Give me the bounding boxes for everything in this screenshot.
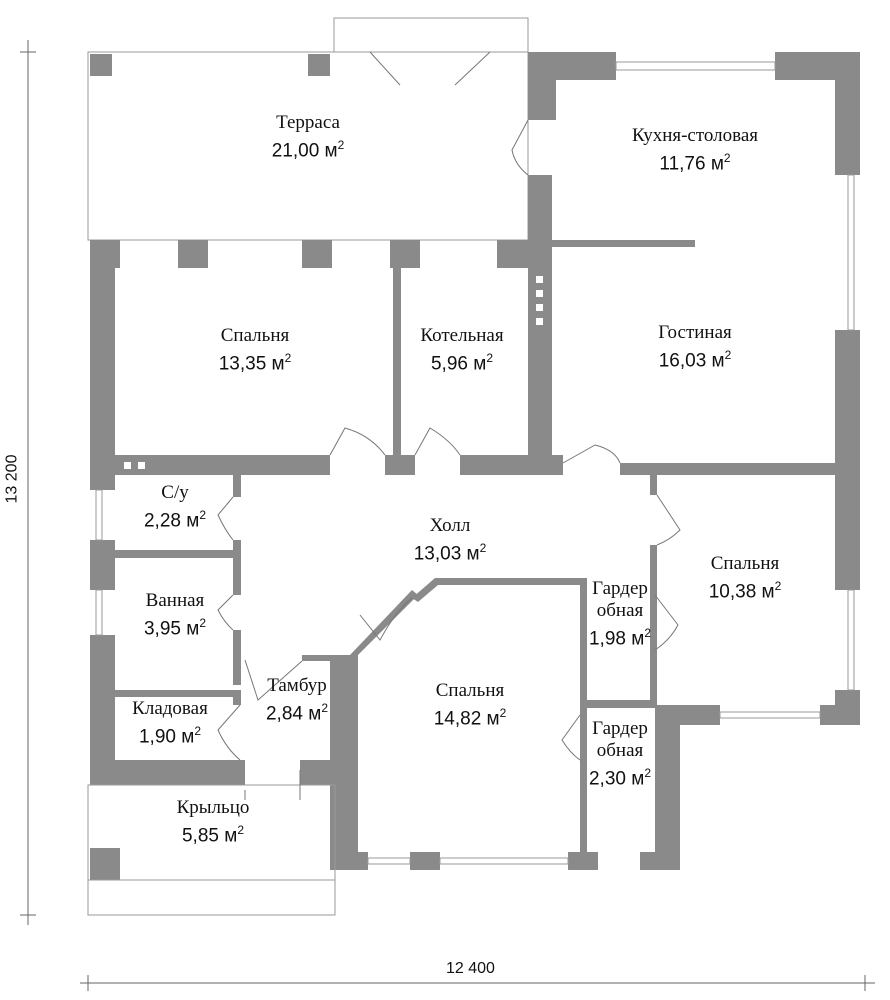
vent-ducts: [124, 276, 543, 469]
room-area: 5,96 м2: [430, 351, 494, 375]
room-name: Ванная: [145, 590, 205, 611]
room-name: Гостиная: [658, 322, 732, 343]
room-bathroom: Ванная 3,95 м2: [144, 590, 206, 640]
room-storage: Кладовая 1,90 м2: [132, 698, 208, 748]
room-name: Спальня: [710, 553, 780, 574]
room-living: Гостиная 16,03 м2: [658, 322, 732, 372]
room-wardrobe-1: Гардер обная 1,98 м2: [585, 578, 655, 650]
terrace-outline: [87, 17, 529, 241]
room-name: Кухня-столовая: [631, 125, 759, 146]
room-bedroom-3: Спальня 14,82 м2: [434, 680, 507, 730]
room-area: 10,38 м2: [708, 579, 782, 603]
room-area: 2,30 м2: [588, 766, 651, 790]
room-name: Спальня: [435, 680, 505, 701]
room-area: 3,95 м2: [143, 616, 207, 640]
room-area: 16,03 м2: [658, 348, 732, 372]
room-wc: С/у 2,28 м2: [144, 482, 206, 532]
walls: [90, 52, 860, 880]
room-name: Гардер обная: [592, 718, 648, 761]
width-dimension: 12 400: [446, 960, 495, 977]
room-terrace: Терраса 21,00 м2: [272, 112, 345, 162]
room-area: 11,76 м2: [659, 151, 731, 175]
room-boiler: Котельная 5,96 м2: [420, 325, 503, 375]
room-kitchen: Кухня-столовая 11,76 м2: [632, 125, 758, 175]
room-area: 1,98 м2: [588, 626, 651, 650]
height-dimension: 13 200: [3, 454, 21, 504]
room-name: Тамбур: [267, 675, 327, 696]
room-area: 13,35 м2: [218, 351, 292, 375]
room-area: 14,82 м2: [433, 706, 507, 730]
room-area: 2,28 м2: [143, 508, 207, 532]
room-name: Гардер обная: [592, 578, 648, 621]
room-bedroom-1: Спальня 13,35 м2: [219, 325, 292, 375]
room-area: 2,84 м2: [265, 701, 329, 725]
room-area: 5,85 м2: [181, 823, 245, 847]
room-vestibule: Тамбур 2,84 м2: [266, 675, 328, 725]
room-area: 13,03 м2: [413, 541, 487, 565]
room-bedroom-2: Спальня 10,38 м2: [709, 553, 782, 603]
room-area: 21,00 м2: [271, 138, 345, 162]
room-name: Котельная: [420, 325, 504, 346]
door-swings: [217, 119, 681, 800]
room-wardrobe-2: Гардер обная 2,30 м2: [585, 718, 655, 790]
room-name: Кладовая: [132, 698, 208, 719]
dimension-lines: [20, 40, 875, 991]
room-name: Спальня: [220, 325, 290, 346]
windows: [87, 61, 855, 916]
room-porch: Крыльцо 5,85 м2: [177, 797, 250, 847]
room-hall: Холл 13,03 м2: [414, 515, 487, 565]
room-area: 1,90 м2: [138, 724, 201, 748]
room-name: Терраса: [276, 112, 340, 133]
room-name: С/у: [161, 482, 189, 503]
room-name: Холл: [429, 515, 471, 536]
room-name: Крыльцо: [176, 797, 250, 818]
